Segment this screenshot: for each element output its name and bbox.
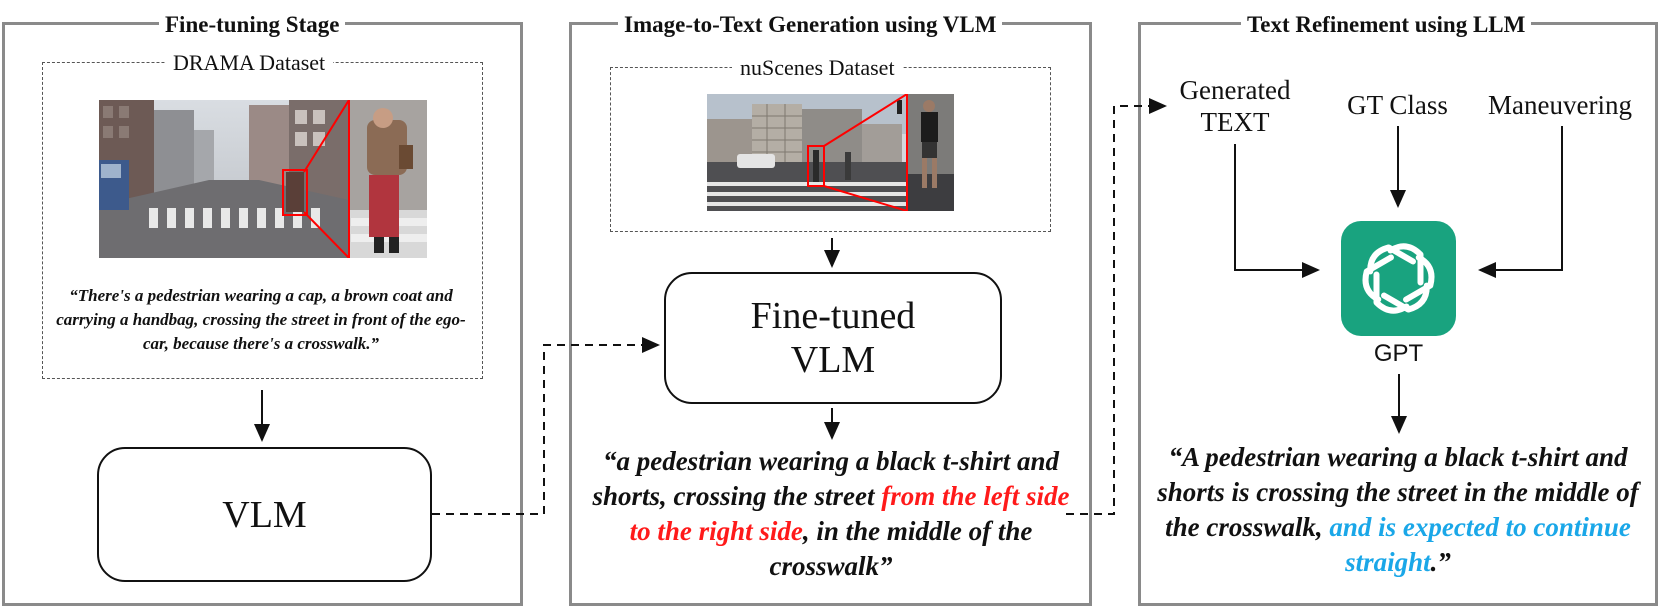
generated-text-line1: Generated xyxy=(1179,75,1291,105)
gt-class-input: GT Class xyxy=(1347,90,1448,120)
vlm-output-highlight: from the left side to the right side xyxy=(629,481,1070,546)
panel-title-text-refinement: Text Refinement using LLM xyxy=(1241,11,1532,39)
drama-dataset-label: DRAMA Dataset xyxy=(165,50,334,76)
maneuvering-input: Maneuvering xyxy=(1488,90,1632,120)
panel-title-fine-tuning: Fine-tuning Stage xyxy=(159,11,346,39)
nuscenes-street-image xyxy=(707,94,954,211)
panel-image-to-text: Image-to-Text Generation using VLM xyxy=(569,11,1092,606)
drama-street-image xyxy=(99,100,427,258)
nuscenes-dataset-label: nuScenes Dataset xyxy=(732,55,903,81)
llm-output-part2: .” xyxy=(1430,547,1451,577)
arrow-vlm-to-fine-tuned xyxy=(432,337,660,515)
arrow-generated-text-to-gpt xyxy=(1234,144,1320,278)
nuscenes-dataset-box: nuScenes Dataset xyxy=(610,55,1051,232)
drama-dataset-box: DRAMA Dataset xyxy=(42,50,483,379)
generated-text-input: Generated TEXT xyxy=(1160,74,1310,138)
gpt-label: GPT xyxy=(1373,340,1424,367)
gpt-logo-icon xyxy=(1341,221,1456,336)
vlm-box: VLM xyxy=(97,447,432,582)
drama-street-graphic xyxy=(99,100,427,258)
vlm-output-text: “a pedestrian wearing a black t-shirt an… xyxy=(584,444,1078,584)
generated-text-line2: TEXT xyxy=(1200,107,1270,137)
arrow-output-to-generated-text xyxy=(1066,98,1167,515)
drama-caption: “There's a pedestrian wearing a cap, a b… xyxy=(56,286,466,353)
fine-tuned-vlm-label-line2: VLM xyxy=(790,339,876,381)
panel-text-refinement: Text Refinement using LLM xyxy=(1138,11,1658,606)
fine-tuned-vlm-box: Fine-tuned VLM xyxy=(664,272,1002,404)
llm-output-text: “A pedestrian wearing a black t-shirt an… xyxy=(1152,440,1644,580)
vlm-label: VLM xyxy=(222,493,307,536)
fine-tuned-vlm-label-line1: Fine-tuned xyxy=(750,295,916,337)
arrow-maneuvering-to-gpt xyxy=(1478,126,1563,278)
llm-output-highlight: and is expected to continue straight xyxy=(1329,512,1631,577)
vlm-output-part1: “a pedestrian wearing a black t-shirt an… xyxy=(592,446,1060,511)
panel-fine-tuning-stage: Fine-tuning Stage xyxy=(2,11,523,606)
panel-title-image-to-text: Image-to-Text Generation using VLM xyxy=(618,11,1003,39)
vlm-output-part2: , in the middle of the crosswalk” xyxy=(769,516,1033,581)
llm-output-part1: “A pedestrian wearing a black t-shirt an… xyxy=(1157,442,1639,542)
nuscenes-street-graphic xyxy=(707,94,954,211)
